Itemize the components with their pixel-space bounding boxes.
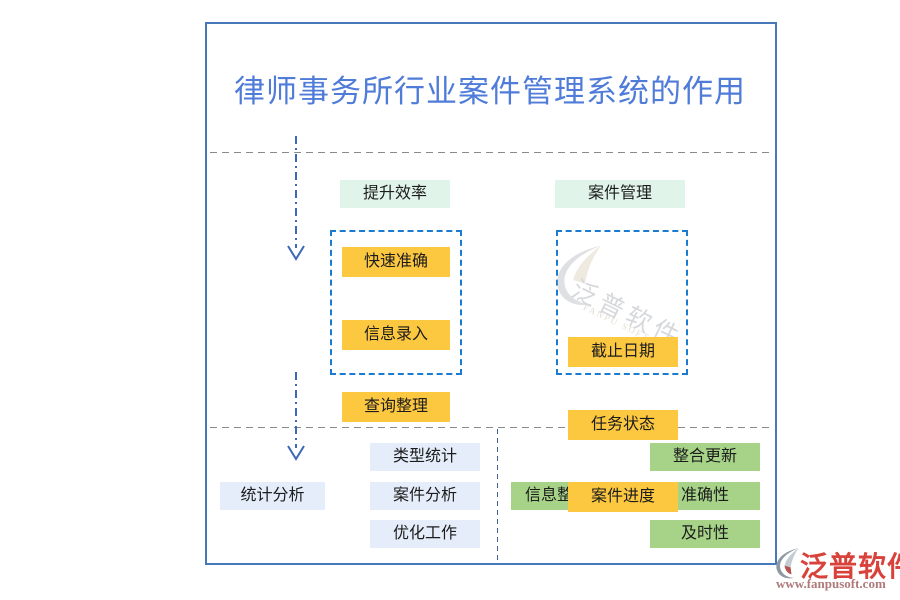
fanpu-logo-icon	[776, 548, 799, 579]
group-box-efficiency	[330, 230, 462, 375]
node-fast-accurate: 快速准确	[342, 247, 450, 277]
arrow-down-icon	[287, 372, 305, 461]
divider-dashed-top	[210, 152, 771, 154]
node-case-analysis: 案件分析	[370, 482, 480, 510]
group-box-case-management	[556, 230, 688, 375]
label-statistics-analysis: 统计分析	[220, 482, 325, 510]
divider-dashed-vertical	[497, 429, 499, 560]
diagram-border	[205, 22, 777, 565]
node-case-progress: 案件进度	[568, 482, 678, 512]
label-case-management: 案件管理	[555, 180, 685, 208]
fanpu-logo: 泛普软件 www.fanpusoft.com	[774, 545, 900, 597]
node-optimize-work: 优化工作	[370, 520, 480, 548]
node-integrate-update: 整合更新	[650, 443, 760, 471]
node-query-organize: 查询整理	[342, 392, 450, 422]
fanpu-brand-text: 泛普软件	[800, 552, 900, 583]
node-info-entry: 信息录入	[342, 320, 450, 350]
node-task-status: 任务状态	[568, 410, 678, 440]
page-title: 律师事务所行业案件管理系统的作用	[234, 74, 746, 109]
arrow-down-icon	[287, 136, 305, 261]
node-deadline: 截止日期	[568, 337, 678, 367]
node-timeliness: 及时性	[650, 520, 760, 548]
fanpu-url-text: www.fanpusoft.com	[776, 576, 886, 591]
divider-dashed-middle	[210, 427, 771, 429]
label-improve-efficiency: 提升效率	[340, 180, 450, 208]
node-type-stats: 类型统计	[370, 443, 480, 471]
